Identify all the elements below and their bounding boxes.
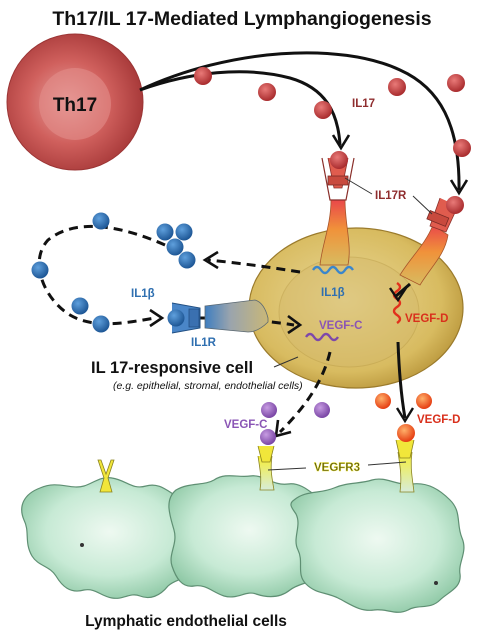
vegfr3-label-bg bbox=[306, 458, 368, 474]
il17-bound bbox=[330, 151, 348, 169]
vegfd-molecule bbox=[375, 393, 391, 409]
vegfd-internal-label: VEGF-D bbox=[405, 313, 448, 325]
vegfd-signal-arrowhead bbox=[389, 287, 407, 303]
il17-arrow-right bbox=[139, 51, 461, 191]
vegfc-bound bbox=[260, 429, 276, 445]
il17-molecule bbox=[314, 101, 332, 119]
il17r-leader-right bbox=[412, 195, 433, 215]
il1r-label: IL1R bbox=[191, 337, 217, 349]
il17-molecules bbox=[194, 67, 471, 157]
vegfd-arrow bbox=[389, 282, 415, 424]
vegfc-out-arrowhead bbox=[274, 419, 292, 438]
lec-left bbox=[21, 477, 199, 599]
vegfc-molecules bbox=[261, 402, 330, 418]
il1b-molecule bbox=[71, 297, 89, 315]
il17-molecule bbox=[258, 83, 276, 101]
vegfr3-receptor-left bbox=[97, 459, 115, 493]
vegfr3-leader-right bbox=[367, 461, 407, 466]
diagram-title: Th17/IL 17-Mediated Lymphangiogenesis bbox=[52, 8, 431, 30]
il17-receptor-right bbox=[399, 196, 464, 286]
th17-label: Th17 bbox=[53, 95, 97, 116]
il17-molecule bbox=[194, 67, 212, 85]
il17-arrow-left bbox=[139, 70, 342, 146]
il1b-internal-label: IL1β bbox=[321, 287, 345, 299]
il17-arrowhead-right bbox=[449, 179, 469, 196]
il1b-molecules bbox=[31, 212, 196, 333]
vegfd-out-arrow bbox=[396, 341, 407, 419]
il1b-loop-arrow bbox=[37, 224, 166, 326]
vegfd-mrna bbox=[392, 282, 402, 324]
il17r-leader-left bbox=[344, 177, 373, 195]
lec-nucleus-dot bbox=[434, 581, 438, 585]
il1b-out-arrowhead bbox=[202, 250, 219, 270]
il17-receptor-left bbox=[319, 151, 355, 266]
vegfc-internal-arrowhead bbox=[287, 314, 303, 335]
il1b-loop-arrowhead bbox=[149, 308, 165, 328]
il17-arrowhead-left bbox=[331, 134, 351, 151]
il1r-receptor bbox=[167, 299, 269, 334]
vegfr3-label: VEGFR3 bbox=[314, 462, 360, 474]
vegfd-molecule bbox=[416, 393, 432, 409]
il17r-label: IL17R bbox=[375, 190, 407, 202]
vegfd-bound bbox=[397, 424, 415, 442]
dashed-arrowheads bbox=[149, 250, 303, 438]
th17-cell: Th17 bbox=[6, 33, 144, 171]
lec-right bbox=[290, 478, 465, 613]
lec-nucleus-dot bbox=[80, 543, 84, 547]
il1b-bound bbox=[167, 309, 185, 327]
il1b-molecule bbox=[156, 223, 174, 241]
il17-bound bbox=[446, 196, 464, 214]
il1b-molecule bbox=[178, 251, 196, 269]
il1b-molecule bbox=[92, 315, 110, 333]
vegfc-molecule bbox=[261, 402, 277, 418]
vegfd-molecules bbox=[375, 393, 432, 409]
il1b-molecule bbox=[92, 212, 110, 230]
vegfc-molecule bbox=[314, 402, 330, 418]
vegfd-external-label: VEGF-D bbox=[417, 414, 460, 426]
il1b-mrna bbox=[312, 265, 354, 275]
lymphatic-endothelial-cells bbox=[21, 475, 465, 613]
il17-molecule bbox=[388, 78, 406, 96]
vegfc-external-label: VEGF-C bbox=[224, 419, 267, 431]
il17-label: IL17 bbox=[352, 98, 375, 110]
il17-molecule bbox=[447, 74, 465, 92]
il17-molecule bbox=[453, 139, 471, 157]
vegfr3-leader-left bbox=[267, 467, 307, 471]
vegfd-signal-arrow bbox=[395, 282, 411, 298]
vegfc-out-arrow bbox=[278, 351, 332, 434]
cell-label-leader bbox=[273, 356, 299, 368]
il1b-out-arrow bbox=[207, 258, 301, 274]
il17-secretion-arrows bbox=[139, 51, 469, 196]
vegfc-mrna bbox=[305, 332, 339, 342]
vegfd-out-arrowhead bbox=[395, 407, 415, 424]
vegfc-internal-label: VEGF-C bbox=[319, 320, 362, 332]
cell-sublabel: (e.g. epithelial, stromal, endothelial c… bbox=[113, 380, 303, 392]
cell-label: IL 17-responsive cell bbox=[91, 359, 253, 377]
vegfr3-receptor-right bbox=[395, 424, 415, 493]
il1b-molecule bbox=[166, 238, 184, 256]
lymphatic-cells-label: Lymphatic endothelial cells bbox=[85, 613, 287, 630]
il1b-external-label: IL1β bbox=[131, 288, 155, 300]
vegfr3-receptor-middle bbox=[257, 429, 276, 491]
il1b-molecule bbox=[175, 223, 193, 241]
il1b-molecule bbox=[31, 261, 49, 279]
